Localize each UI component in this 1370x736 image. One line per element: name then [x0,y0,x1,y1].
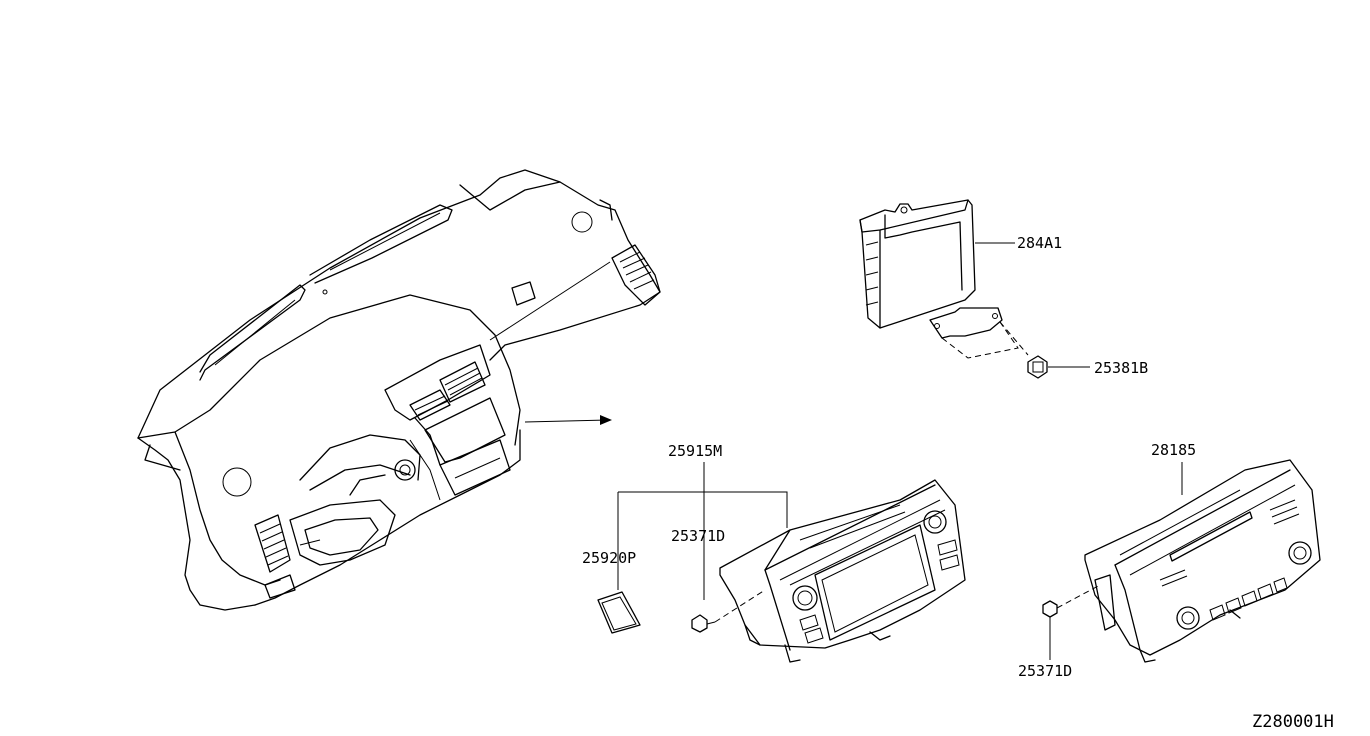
part-label-25371D-nav: 25371D [671,527,725,545]
control-module-284A1-drawing [859,199,1090,379]
diagram-code: Z280001H [1252,712,1334,732]
head-unit-nav-drawing [617,462,966,663]
audio-unit-28185-drawing [1042,459,1321,663]
part-label-25371D-audio: 25371D [1018,662,1072,680]
part-label-25381B: 25381B [1094,359,1148,377]
instrument-panel-drawing [137,169,661,611]
sd-card-25920P-drawing [597,545,641,634]
part-label-284A1: 284A1 [1017,234,1062,252]
part-label-25915M: 25915M [668,442,722,460]
part-label-28185: 28185 [1151,441,1196,459]
part-label-25920P: 25920P [582,549,636,567]
